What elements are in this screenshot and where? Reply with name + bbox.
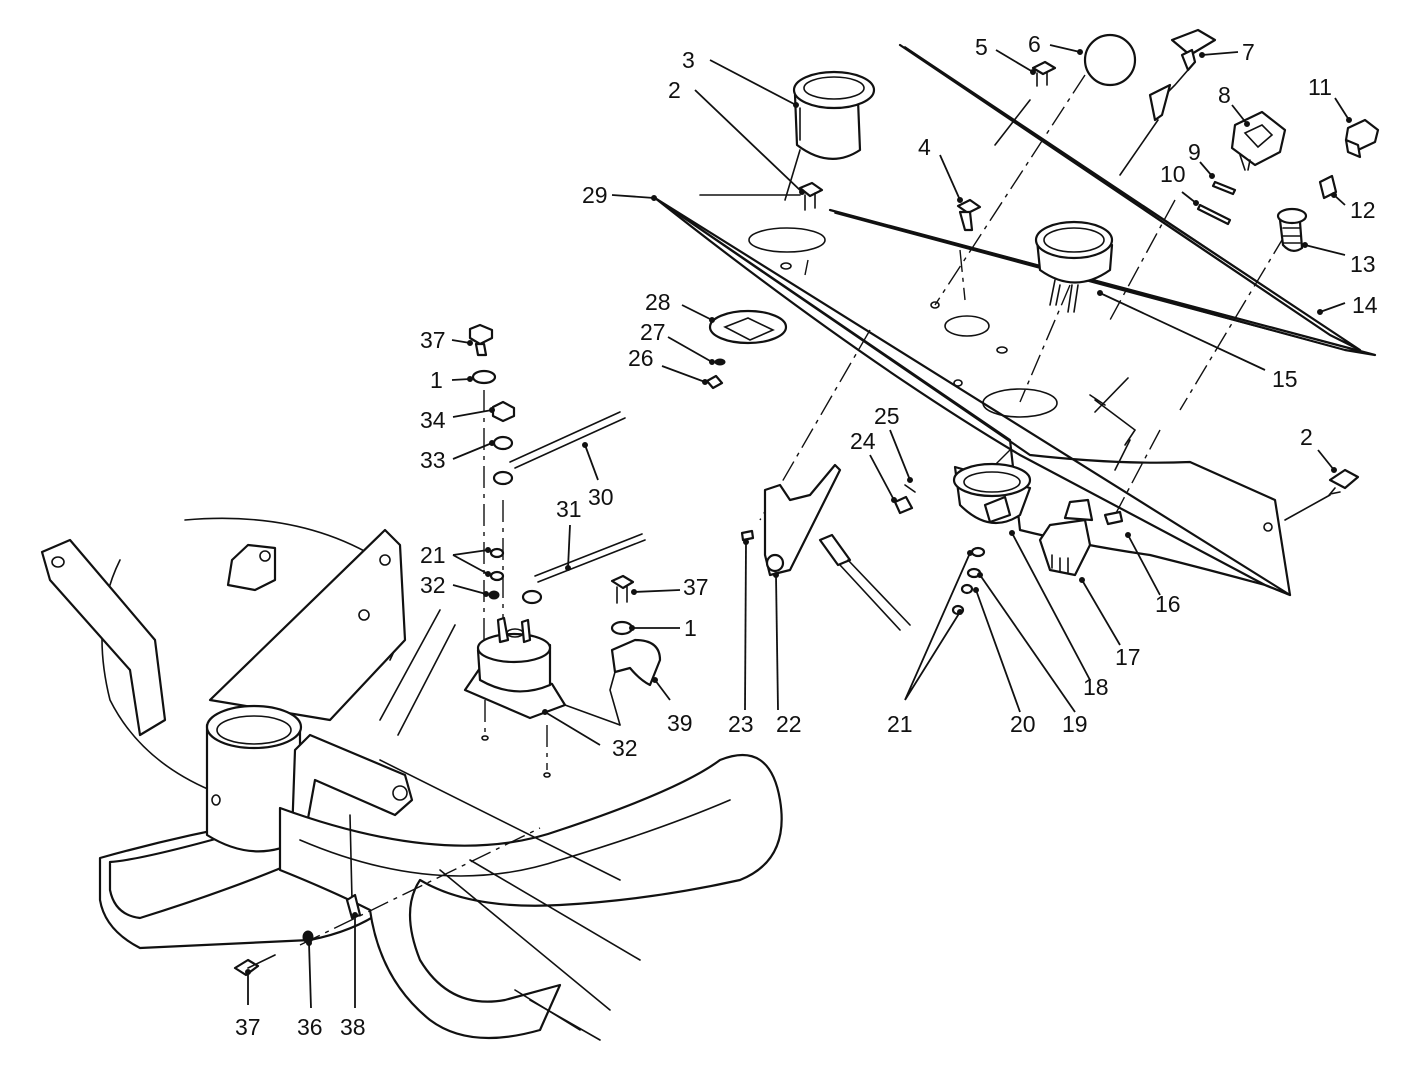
- callout-1-left: 1: [430, 367, 443, 393]
- callout-18: 18: [1083, 674, 1109, 700]
- callout-17: 17: [1115, 644, 1141, 670]
- callout-9: 9: [1188, 139, 1201, 165]
- callout-15: 15: [1272, 366, 1298, 392]
- callout-11: 11: [1308, 74, 1332, 100]
- callout-5: 5: [975, 34, 988, 60]
- callout-7: 7: [1242, 39, 1255, 65]
- dash-panel: [653, 43, 1377, 597]
- callout-37-top: 37: [420, 327, 446, 353]
- callout-2-right: 2: [1300, 424, 1313, 450]
- callout-26: 26: [628, 345, 654, 371]
- callout-21-left: 21: [420, 542, 446, 568]
- callout-6: 6: [1028, 31, 1041, 57]
- callout-14: 14: [1352, 292, 1378, 318]
- callout-35: 34: [420, 407, 446, 433]
- callout-19: 19: [1062, 711, 1088, 737]
- callout-13: 13: [1350, 251, 1376, 277]
- callout-25: 25: [874, 403, 900, 429]
- callout-28: 28: [645, 289, 671, 315]
- callout-37-right: 37: [683, 574, 709, 600]
- solenoid-group: [233, 323, 662, 977]
- callout-29: 29: [582, 182, 608, 208]
- callout-32: 32: [612, 735, 638, 761]
- callout-39: 39: [667, 710, 693, 736]
- callout-8: 8: [1218, 82, 1231, 108]
- callout-34: 33: [420, 447, 446, 473]
- callout-31: 31: [556, 496, 582, 522]
- callout-2-top: 2: [668, 77, 681, 103]
- callout-20: 20: [1010, 711, 1036, 737]
- callout-38: 38: [340, 1014, 366, 1040]
- frame-assembly: [40, 517, 783, 1041]
- callout-23: 23: [728, 711, 754, 737]
- callout-30: 30: [588, 484, 614, 510]
- callout-36: 36: [297, 1014, 323, 1040]
- callout-24: 24: [850, 428, 876, 454]
- callout-4: 4: [918, 134, 931, 160]
- callout-37-bottom: 37: [235, 1014, 261, 1040]
- callout-33: 32: [420, 572, 446, 598]
- callout-labels: 37 1 34 33 21 32 30 31 37 1 39 32 37 36 …: [235, 31, 1378, 1040]
- callout-12: 12: [1350, 197, 1376, 223]
- callout-21-right: 21: [887, 711, 913, 737]
- callout-27: 27: [640, 319, 666, 345]
- callout-3: 3: [682, 47, 695, 73]
- callout-1-right: 1: [684, 615, 697, 641]
- callout-16: 16: [1155, 591, 1181, 617]
- callout-10: 10: [1160, 161, 1186, 187]
- callout-22: 22: [776, 711, 802, 737]
